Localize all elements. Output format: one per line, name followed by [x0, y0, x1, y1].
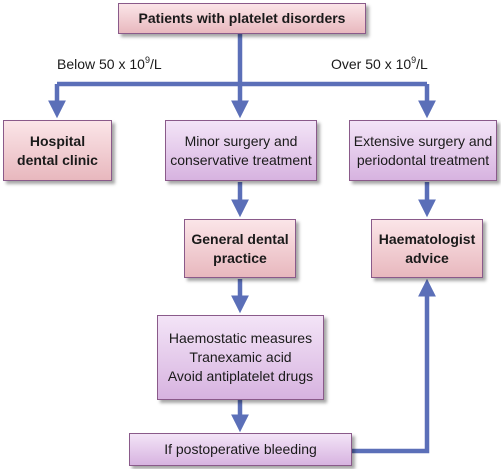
- node-hospital-line-1: Hospital: [29, 132, 86, 149]
- node-measures-line-3: Avoid antiplatelet drugs: [167, 367, 314, 384]
- node-minor-surgery: Minor surgery and conservative treatment: [165, 120, 317, 181]
- node-haematologist-line-2: advice: [405, 249, 449, 266]
- node-minor-line-2: conservative treatment: [170, 151, 312, 168]
- node-haematologist-advice: Haematologist advice: [371, 219, 483, 278]
- node-extensive-line-2: periodontal treatment: [356, 151, 490, 168]
- node-hospital-line-2: dental clinic: [17, 151, 98, 168]
- node-hospital-dental-clinic: Hospital dental clinic: [3, 120, 112, 181]
- node-minor-line-1: Minor surgery and: [184, 132, 298, 149]
- node-general-dental-practice: General dental practice: [184, 219, 296, 278]
- node-extensive-surgery: Extensive surgery and periodontal treatm…: [349, 120, 497, 181]
- node-measures-line-2: Tranexamic acid: [189, 349, 292, 366]
- node-patients: Patients with platelet disorders: [118, 3, 366, 34]
- label-below-threshold: Below 50 x 109/L: [57, 55, 162, 72]
- node-haemostatic-measures: Haemostatic measures Tranexamic acid Avo…: [157, 315, 324, 400]
- node-postoperative-bleeding: If postoperative bleeding: [129, 433, 352, 466]
- arrow-bleeding-to-haematologist: [352, 278, 436, 454]
- node-haematologist-line-1: Haematologist: [378, 230, 476, 247]
- node-bleeding-text: If postoperative bleeding: [164, 441, 317, 458]
- node-general-line-1: General dental: [191, 230, 289, 247]
- label-over-threshold: Over 50 x 109/L: [331, 55, 428, 72]
- node-measures-line-1: Haemostatic measures: [168, 330, 313, 347]
- node-extensive-line-1: Extensive surgery and: [353, 132, 493, 149]
- node-patients-text: Patients with platelet disorders: [138, 10, 346, 27]
- node-general-line-2: practice: [213, 249, 267, 266]
